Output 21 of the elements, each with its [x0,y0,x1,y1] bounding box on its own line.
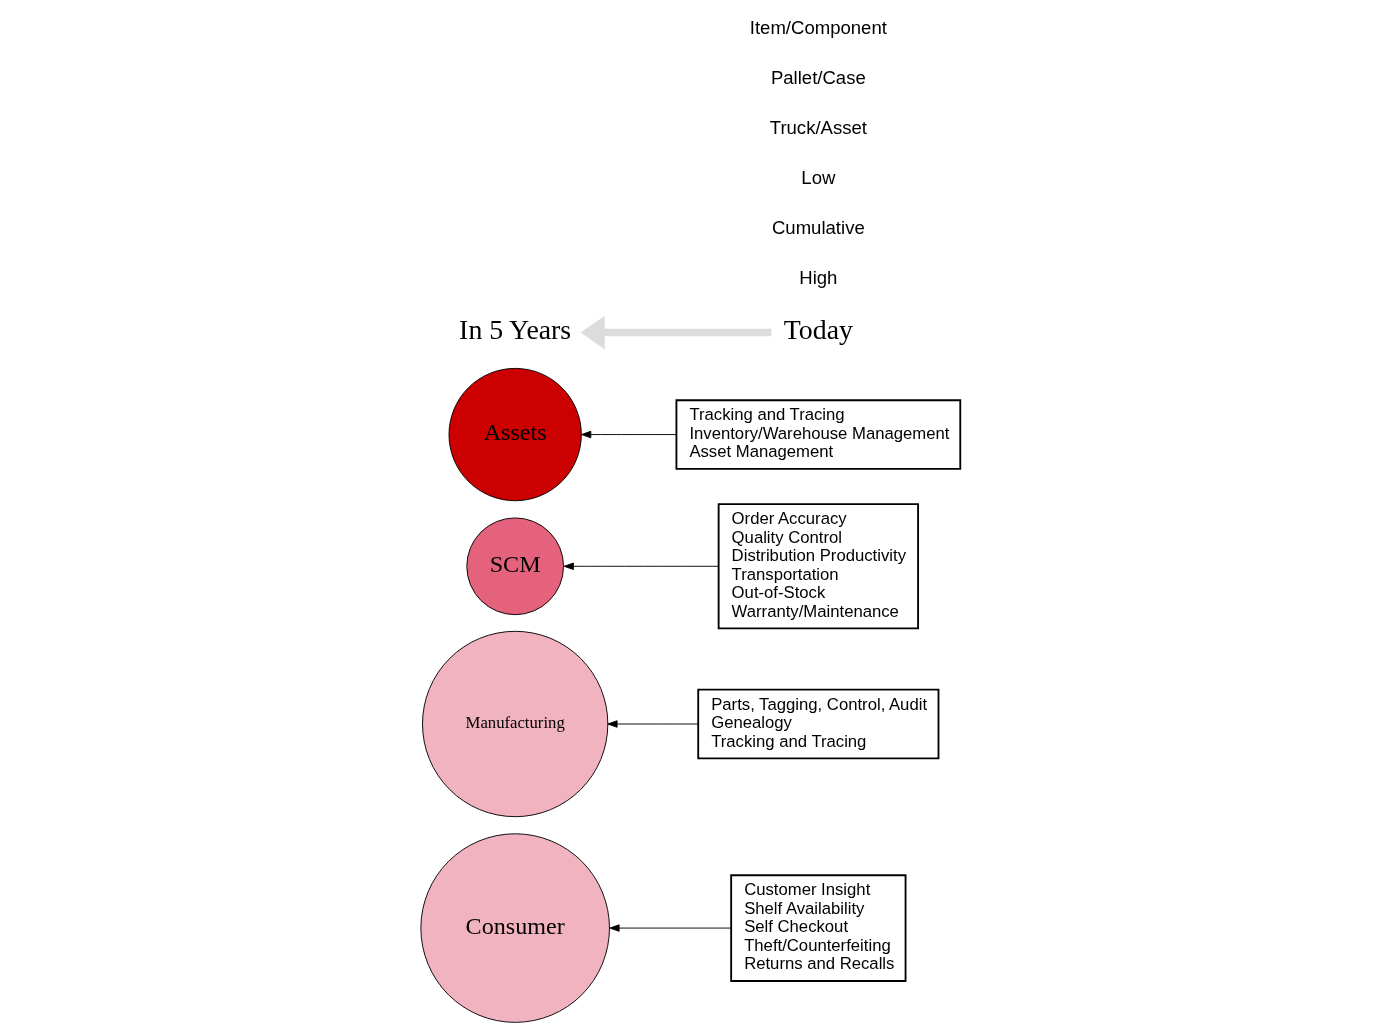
arrow [581,430,677,439]
label: Pallet/Case [770,66,866,88]
node-text: In 5 Years [459,314,572,346]
arrow [580,315,772,350]
node-circle: Consumer [420,833,610,1023]
label: Item/Component [749,16,887,38]
arrow [609,924,732,932]
arrow [607,720,699,728]
label: High [799,267,838,289]
node-box: Parts, Tagging, Control, Audit Genealogy Tracking and Tracing [697,688,940,760]
node-box: Tracking and Tracing Inventory/Warehouse Management Asset Management [675,399,962,470]
arrow [563,562,719,570]
label: Low [801,167,836,189]
label: Truck/Asset [769,116,867,138]
node-circle: SCM [466,517,564,616]
node-circle: Assets [448,367,582,502]
node-text: Today [783,314,853,346]
node-circle: Manufacturing [422,630,609,818]
node-box: Customer Insight Shelf Availability Self Checkout Theft/Counterfeiting Returns and Recalls [730,874,907,982]
label: Cumulative [771,217,865,239]
node-box: Order Accuracy Quality Control Distribution Productivity Transportation Out-of-Stock Warranty/Maintenance [717,503,919,630]
